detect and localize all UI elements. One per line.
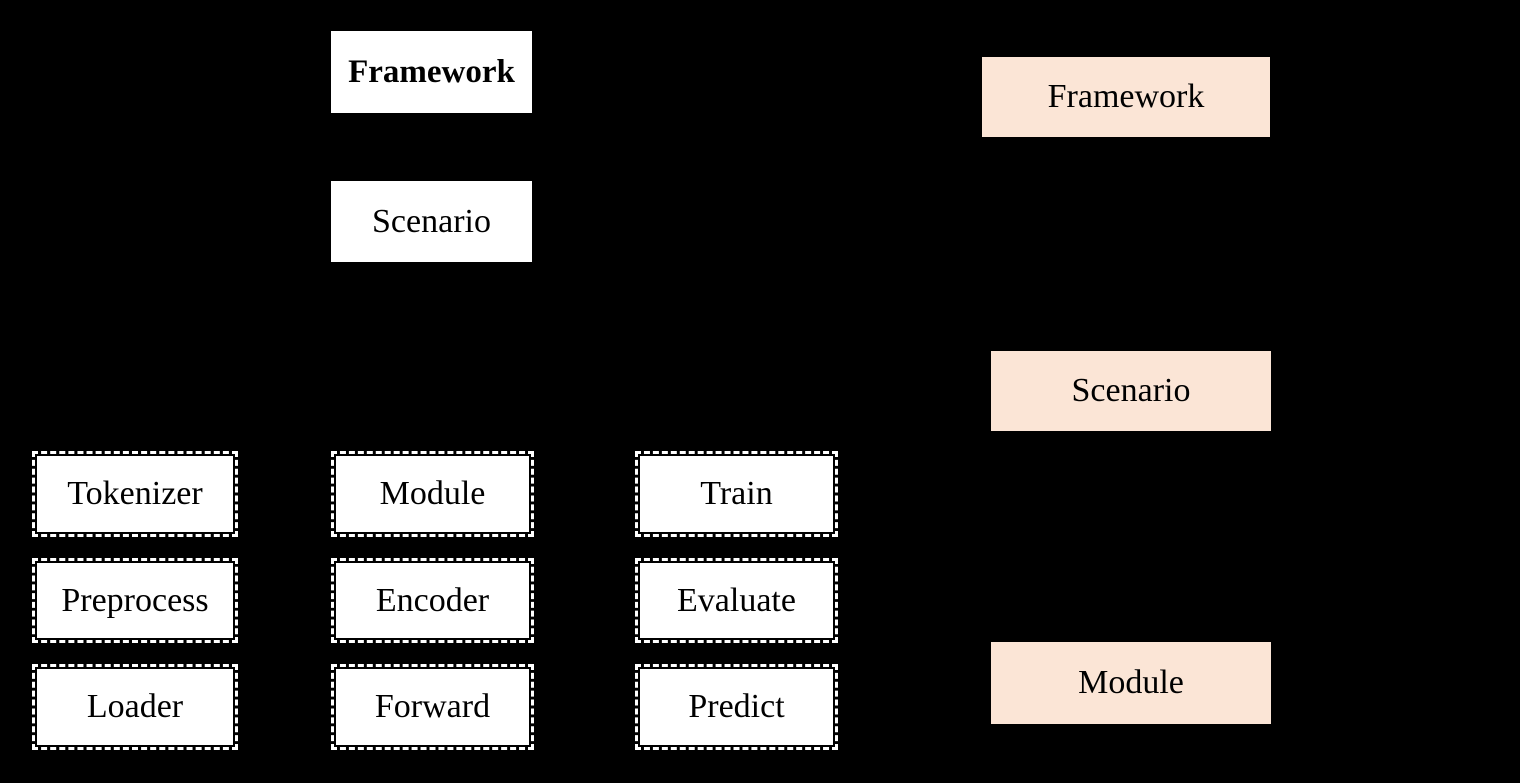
- right-scenario-node: Scenario: [991, 351, 1271, 431]
- node-preprocess: Preprocess: [32, 558, 238, 643]
- node-module: Module: [331, 451, 534, 537]
- left-framework-node: Framework: [331, 31, 532, 113]
- node-forward: Forward: [331, 664, 534, 750]
- node-loader: Loader: [32, 664, 238, 750]
- node-tokenizer: Tokenizer: [32, 451, 238, 537]
- node-evaluate: Evaluate: [635, 558, 838, 643]
- right-module-node: Module: [991, 642, 1271, 724]
- right-framework-node: Framework: [982, 57, 1270, 137]
- node-encoder: Encoder: [331, 558, 534, 643]
- left-scenario-node: Scenario: [331, 181, 532, 262]
- node-predict: Predict: [635, 664, 838, 750]
- node-train: Train: [635, 451, 838, 537]
